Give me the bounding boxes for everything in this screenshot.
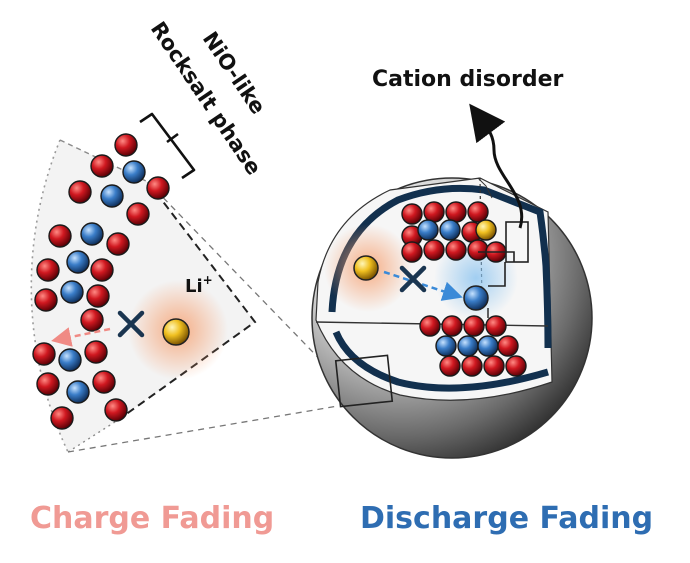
- ni-atom: [80, 308, 104, 332]
- charge-fading-caption: Charge Fading: [30, 501, 274, 536]
- ni-atom: [439, 355, 461, 377]
- li-atom: [457, 335, 479, 357]
- interface-boundary: [117, 181, 257, 421]
- ni-atom: [84, 340, 108, 364]
- li-atom-charge: [162, 318, 190, 346]
- ni-atom: [90, 154, 114, 178]
- li-atom: [60, 280, 84, 304]
- ni-atom: [483, 355, 505, 377]
- ni-atom: [505, 355, 527, 377]
- ni-atom: [50, 406, 74, 430]
- ni-atom: [423, 239, 445, 261]
- ni-atom: [36, 372, 60, 396]
- bracket-icon: [139, 112, 196, 180]
- li-atom: [100, 184, 124, 208]
- ni-atom: [48, 224, 72, 248]
- ni-atom: [68, 180, 92, 204]
- ni-atom: [419, 315, 441, 337]
- discharge-fading-caption: Discharge Fading: [360, 501, 653, 536]
- cluster-connector: [478, 251, 515, 287]
- wedge-outer-arc: [30, 139, 69, 453]
- ni-atom: [86, 284, 110, 308]
- dashed-arrow-icon: [51, 327, 111, 347]
- ni-atom: [445, 201, 467, 223]
- li-atom: [122, 160, 146, 184]
- vacant-site-atom: [463, 285, 489, 311]
- li-atom: [439, 219, 461, 241]
- ni-atom: [36, 258, 60, 282]
- projection-line-top: [147, 181, 339, 379]
- ni-atom: [445, 239, 467, 261]
- li-atom: [417, 219, 439, 241]
- ni-atom: [467, 239, 489, 261]
- ni-atom: [423, 201, 445, 223]
- ni-atom: [126, 202, 150, 226]
- li-atom-gold: [475, 219, 497, 241]
- li-atom: [66, 250, 90, 274]
- ni-atom: [104, 398, 128, 422]
- ni-atom: [146, 176, 170, 200]
- dashed-arrow-icon-discharge: [383, 270, 463, 301]
- ni-atom: [32, 342, 56, 366]
- ni-atom: [401, 203, 423, 225]
- ni-atom: [441, 315, 463, 337]
- ni-atom: [467, 201, 489, 223]
- bulk-atoms: [401, 201, 527, 377]
- li-atom: [435, 335, 457, 357]
- ni-atom: [401, 241, 423, 263]
- cross-mark-icon-discharge: [399, 265, 427, 293]
- li-atom: [66, 380, 90, 404]
- ni-atom: [463, 315, 485, 337]
- shell-band-lower: [332, 330, 549, 392]
- ni-atom: [114, 133, 138, 157]
- li-atom: [477, 335, 499, 357]
- li-atom: [80, 222, 104, 246]
- projection-line-bottom: [67, 405, 339, 453]
- ni-atom: [485, 315, 507, 337]
- cation-disorder-label: Cation disorder: [372, 67, 564, 92]
- ni-atom: [106, 232, 130, 256]
- ni-atom: [92, 370, 116, 394]
- li-atom: [58, 348, 82, 372]
- ni-atom: [461, 355, 483, 377]
- disorder-box: [505, 221, 529, 263]
- li-atom-discharge: [353, 255, 379, 281]
- ni-atom: [34, 288, 58, 312]
- cation-disorder-arrow: [469, 103, 524, 229]
- rocksalt-atoms: [32, 133, 170, 430]
- zoom-inset-box: [334, 354, 394, 408]
- cross-mark-icon: [117, 310, 145, 338]
- li-ion-label: Li+: [185, 273, 213, 297]
- ni-atom: [497, 335, 519, 357]
- ni-atom: [90, 258, 114, 282]
